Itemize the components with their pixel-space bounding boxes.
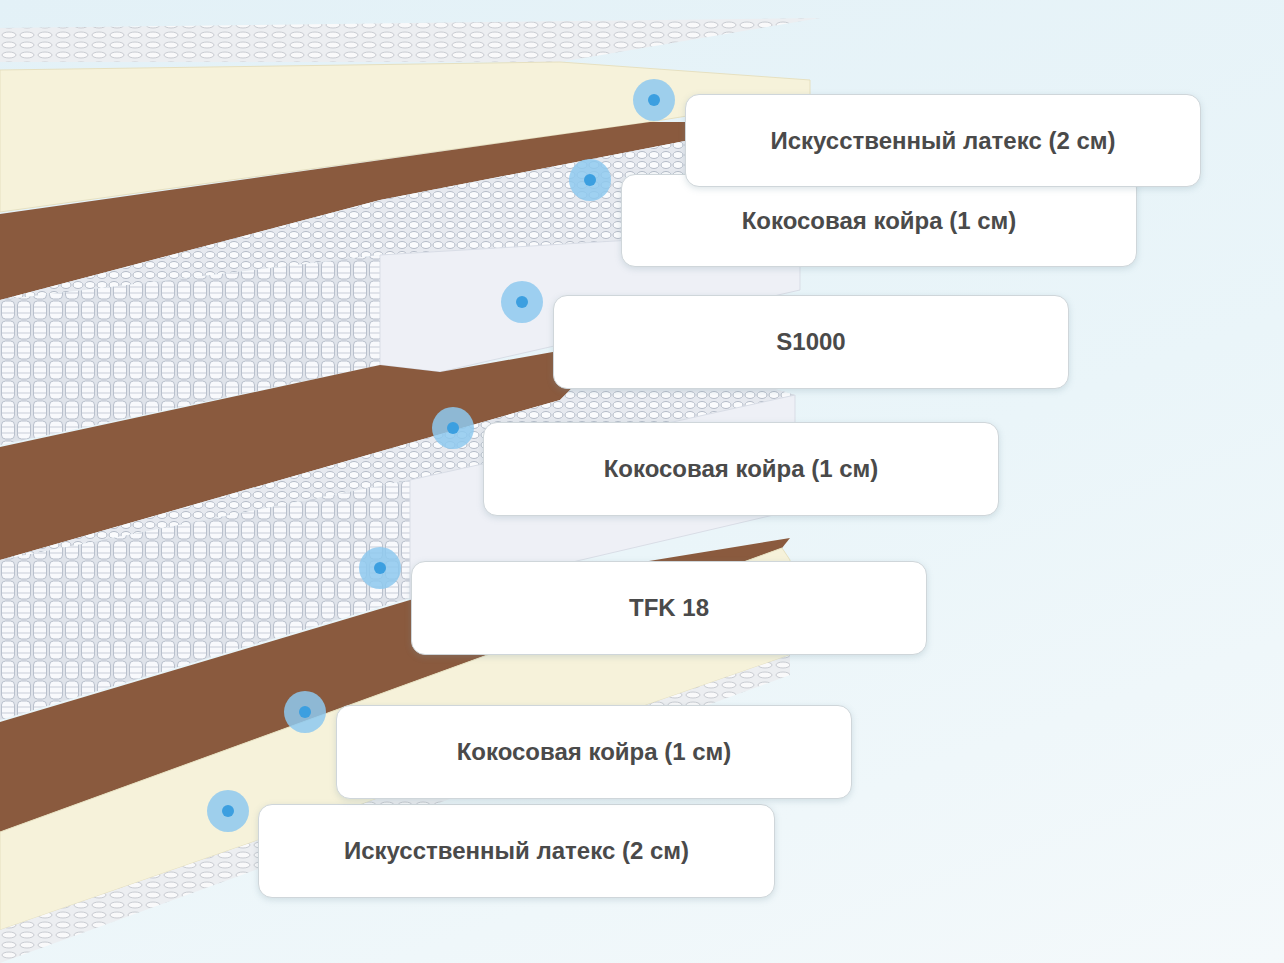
layer-label-box: TFK 18 [411,561,927,655]
layer-label: Искусственный латекс (2 см) [770,127,1115,155]
layer-label: Искусственный латекс (2 см) [344,837,689,865]
layer-label-box: Кокосовая койра (1 см) [336,705,852,799]
layer-label: S1000 [776,328,845,356]
layer-label: TFK 18 [629,594,709,622]
bottom-cover [0,655,790,963]
top-cover [0,18,820,62]
layer-label: Кокосовая койра (1 см) [604,455,879,483]
layer-label: Кокосовая койра (1 см) [742,207,1017,235]
layer-label-box: Искусственный латекс (2 см) [258,804,775,898]
layer-label: Кокосовая койра (1 см) [457,738,732,766]
layer-label-box: S1000 [553,295,1069,389]
layer-label-box: Кокосовая койра (1 см) [483,422,999,516]
layer-label-box: Искусственный латекс (2 см) [685,94,1201,187]
layer-label-box: Кокосовая койра (1 см) [621,174,1137,267]
